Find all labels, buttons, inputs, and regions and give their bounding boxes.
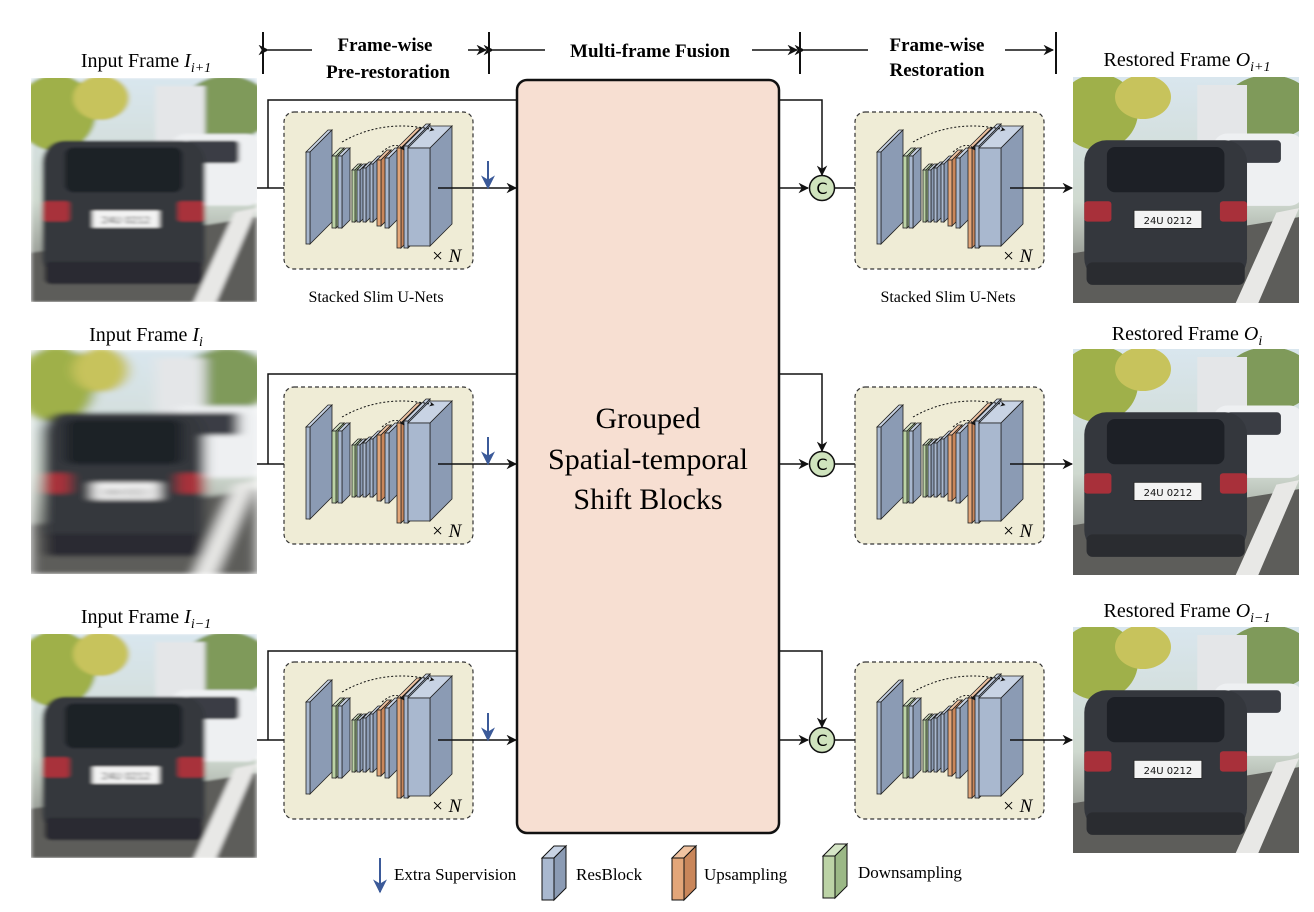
input-frame-label-1: Input Frame Ii [89,324,203,350]
skip-connection-arrow [341,400,435,418]
unet-pre-row-1: × N [283,386,474,545]
concat-node-icon [808,450,836,478]
repeat-n-label: × N [1002,521,1034,542]
concat-symbol: C [816,179,827,198]
legend-resblock: ResBlock [540,844,643,902]
input-frame-image-1: 24U 0212 [31,350,257,574]
resblock-slab [337,147,351,229]
frame-row-1: Input Frame Ii Restored Frame Oi 24U 0212 2… [31,323,1299,575]
resblock-slab [876,129,904,245]
frame-row-2: Input Frame Ii−1 Restored Frame Oi−1 24U 0… [31,600,1299,858]
stage-headers: Frame-wise Pre-restoration Multi-frame F… [258,32,1057,83]
skip-connection-arrow [341,125,435,143]
resblock-slab [337,422,351,504]
repeat-n-label: × N [431,246,463,267]
resblock-slab [305,404,333,520]
header-fusion: Multi-frame Fusion [570,41,730,62]
input-frame-label-0: Input Frame Ii+1 [81,50,211,76]
skip-path-input [267,99,517,188]
legend-extra-supervision-label: Extra Supervision [394,865,517,884]
input-frame-image-0: 24U 0212 [31,78,257,302]
legend-upsampling-label: Upsampling [704,865,788,884]
restored-frame-image-2-plate: 24U 0212 [1144,766,1193,777]
skip-connection-arrow [341,675,435,693]
restored-frame-label-0: Restored Frame Oi+1 [1104,49,1271,75]
resblock-slab [908,697,922,779]
resblock-slab [305,679,333,795]
skip-path-to-concat [779,373,828,453]
legend-upsampling: Upsampling [670,844,788,902]
fusion-block-line2: Spatial-temporal [548,443,748,476]
skip-connection-arrow [912,400,1006,418]
stacked-unets-label-post: Stacked Slim U-Nets [880,289,1015,306]
header-restoration-line2: Restoration [890,60,985,81]
frame-rows: Input Frame Ii+1 Restored Frame Oi+1 24U 0… [31,49,1299,858]
repeat-n-label: × N [431,796,463,817]
input-frame-image-0-plate: 24U 0212 [102,216,151,227]
skip-path-to-concat [779,99,828,177]
skip-path-input [267,650,517,740]
skip-path-input [267,373,517,464]
input-frame-label-2: Input Frame Ii−1 [81,606,211,632]
unet-pre-row-2: × N [283,661,474,820]
input-frame-image-2-plate: 24U 0212 [102,772,151,783]
fusion-block-line1: Grouped [596,402,701,435]
resblock-slab [407,125,453,247]
legend-downsampling: Downsampling [821,842,962,900]
fusion-block: Grouped Spatial-temporal Shift Blocks [515,78,781,835]
concat-symbol: C [816,455,827,474]
resblock-slab [407,675,453,797]
concat-node-icon [808,726,836,754]
skip-connection-arrow [912,675,1006,693]
fusion-block-line3: Shift Blocks [573,483,722,516]
unet-post-row-2: × N [854,661,1045,820]
repeat-n-label: × N [431,521,463,542]
skip-path-to-concat [779,650,828,729]
restored-frame-image-1: 24U 0212 [1073,349,1299,575]
skip-connection-arrow [912,125,1006,143]
header-pre-restoration-line1: Frame-wise [338,35,433,56]
restored-frame-image-2: 24U 0212 [1073,627,1299,853]
resblock-slab [876,679,904,795]
restored-frame-label-2: Restored Frame Oi−1 [1104,600,1271,626]
legend: Extra Supervision ResBlock Upsampling [373,842,962,902]
resblock-swatch-icon [540,844,568,902]
resblock-slab [978,125,1024,247]
resblock-slab [337,697,351,779]
concat-node-icon [808,174,836,202]
restored-frame-image-0-plate: 24U 0212 [1144,216,1193,227]
repeat-n-label: × N [1002,246,1034,267]
concat-symbol: C [816,731,827,750]
header-pre-restoration-line2: Pre-restoration [326,62,450,83]
restored-frame-image-0: 24U 0212 [1073,77,1299,303]
resblock-slab [978,675,1024,797]
resblock-slab [876,404,904,520]
legend-extra-supervision: Extra Supervision [373,858,517,894]
unet-post-row-0: × N [854,111,1045,270]
stacked-unets-label-pre: Stacked Slim U-Nets [308,289,443,306]
legend-downsampling-label: Downsampling [858,863,962,882]
unet-post-row-1: × N [854,386,1045,545]
restored-frame-label-1: Restored Frame Oi [1112,323,1263,349]
resblock-slab [305,129,333,245]
resblock-slab [978,400,1024,522]
downsampling-swatch-icon [821,842,849,900]
input-frame-image-1-plate: 24U 0212 [102,488,151,499]
resblock-slab [908,147,922,229]
repeat-n-label: × N [1002,796,1034,817]
header-restoration-line1: Frame-wise [890,35,985,56]
resblock-slab [908,422,922,504]
frame-row-0: Input Frame Ii+1 Restored Frame Oi+1 24U 0… [31,49,1299,306]
restored-frame-image-1-plate: 24U 0212 [1144,488,1193,499]
resblock-slab [955,147,971,229]
unet-pre-row-0: × N [283,111,474,270]
legend-resblock-label: ResBlock [576,865,643,884]
input-frame-image-2: 24U 0212 [31,634,257,858]
resblock-slab [955,697,971,779]
upsampling-swatch-icon [670,844,698,902]
resblock-slab [407,400,453,522]
